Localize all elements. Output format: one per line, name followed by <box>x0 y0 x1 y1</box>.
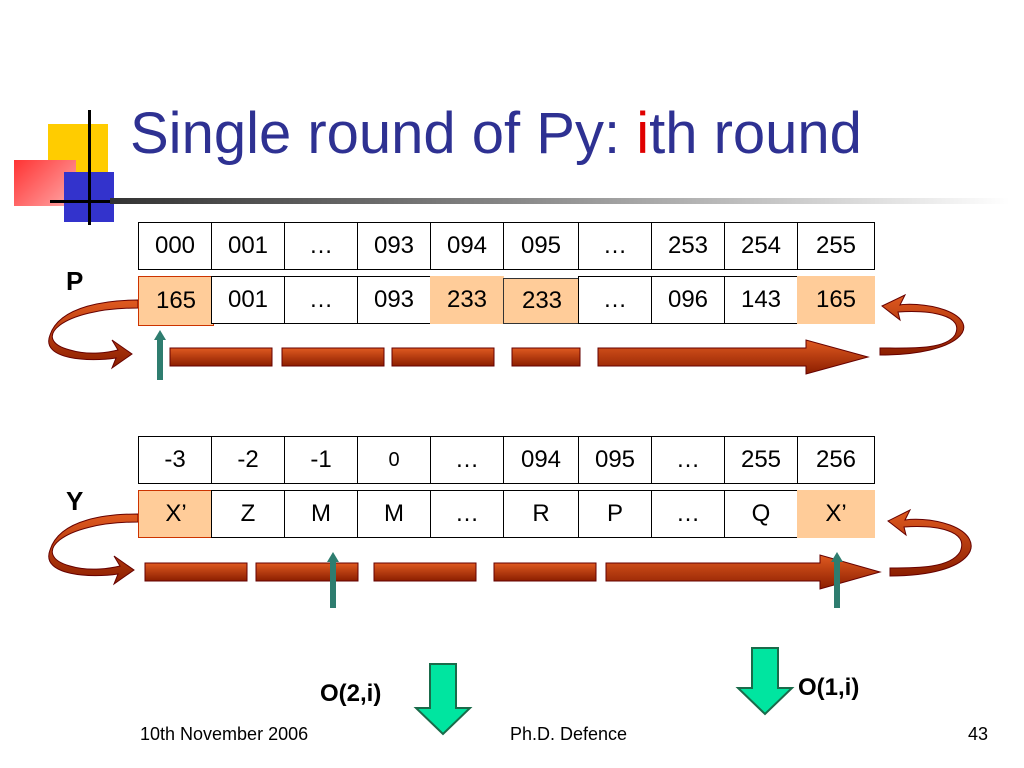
y-value-cell: Z <box>211 490 285 538</box>
title-underline <box>110 198 1010 204</box>
title-main: Single round of Py: <box>130 101 637 166</box>
y-index-cell: 095 <box>578 436 652 484</box>
p-value-cell: 165 <box>138 276 214 326</box>
p-value-cell: 093 <box>357 276 431 324</box>
p-value-cell: 233 <box>430 276 504 324</box>
y-index-cell: -3 <box>138 436 212 484</box>
p-value-cell: 233 <box>503 278 581 324</box>
slide-title: Single round of Py: ith round <box>130 100 862 167</box>
output-right-down-arrow <box>735 647 795 716</box>
y-value-cell: R <box>503 490 579 538</box>
y-value-cell: P <box>578 490 652 538</box>
logo-vertical-line <box>88 110 91 225</box>
y-index-cell: … <box>651 436 725 484</box>
y-index-cell: 256 <box>797 436 875 484</box>
y-value-cell: … <box>651 490 725 538</box>
y-left-curved-arrow <box>48 513 139 586</box>
footer-date: 10th November 2006 <box>140 724 309 744</box>
p-array-label: P <box>66 266 84 296</box>
logo-horizontal-line <box>50 200 112 203</box>
p-value-cell: 143 <box>724 276 798 324</box>
y-index-cell: 255 <box>724 436 798 484</box>
y-value-cell: M <box>284 490 358 538</box>
footer-page-number: 43 <box>968 724 989 744</box>
y-value-cell: X’ <box>138 490 214 538</box>
y-right-curved-arrow <box>887 508 972 577</box>
p-right-curved-arrow <box>879 293 965 356</box>
y-pointer-arrow-2 <box>831 552 843 608</box>
p-index-cell: … <box>284 222 358 270</box>
output-left-down-arrow <box>413 663 473 736</box>
y-arrow-segments <box>144 554 882 590</box>
y-index-cell: … <box>430 436 504 484</box>
y-index-cell: 094 <box>503 436 579 484</box>
y-value-cell: Q <box>724 490 798 538</box>
footer-center: Ph.D. Defence <box>510 724 628 744</box>
y-index-cell: -2 <box>211 436 285 484</box>
p-index-cell: 095 <box>503 222 579 270</box>
title-rest: th round <box>649 101 862 166</box>
y-index-cell: -1 <box>284 436 358 484</box>
y-array-label: Y <box>66 486 84 516</box>
p-left-curved-arrow <box>48 299 139 370</box>
y-value-cell: X’ <box>797 490 875 538</box>
p-value-cell: … <box>578 276 652 324</box>
output-left-label: O(2,i) <box>320 680 382 707</box>
p-pointer-arrow <box>154 330 166 380</box>
p-value-cell: … <box>284 276 358 324</box>
p-index-cell: 093 <box>357 222 431 270</box>
y-pointer-arrow-1 <box>327 552 339 608</box>
p-index-cell: … <box>578 222 652 270</box>
p-index-cell: 094 <box>430 222 504 270</box>
p-index-cell: 253 <box>651 222 725 270</box>
p-value-cell: 096 <box>651 276 725 324</box>
title-highlight: i <box>636 101 650 166</box>
p-index-cell: 255 <box>797 222 875 270</box>
y-value-cell: M <box>357 490 431 538</box>
p-arrow-segments <box>169 339 870 375</box>
p-index-cell: 000 <box>138 222 212 270</box>
y-index-cell: 0 <box>357 436 431 484</box>
p-value-cell: 001 <box>211 276 285 324</box>
p-value-cell: 165 <box>797 276 875 324</box>
output-right-label: O(1,i) <box>798 674 860 701</box>
p-index-cell: 001 <box>211 222 285 270</box>
p-index-cell: 254 <box>724 222 798 270</box>
y-value-cell: … <box>430 490 504 538</box>
